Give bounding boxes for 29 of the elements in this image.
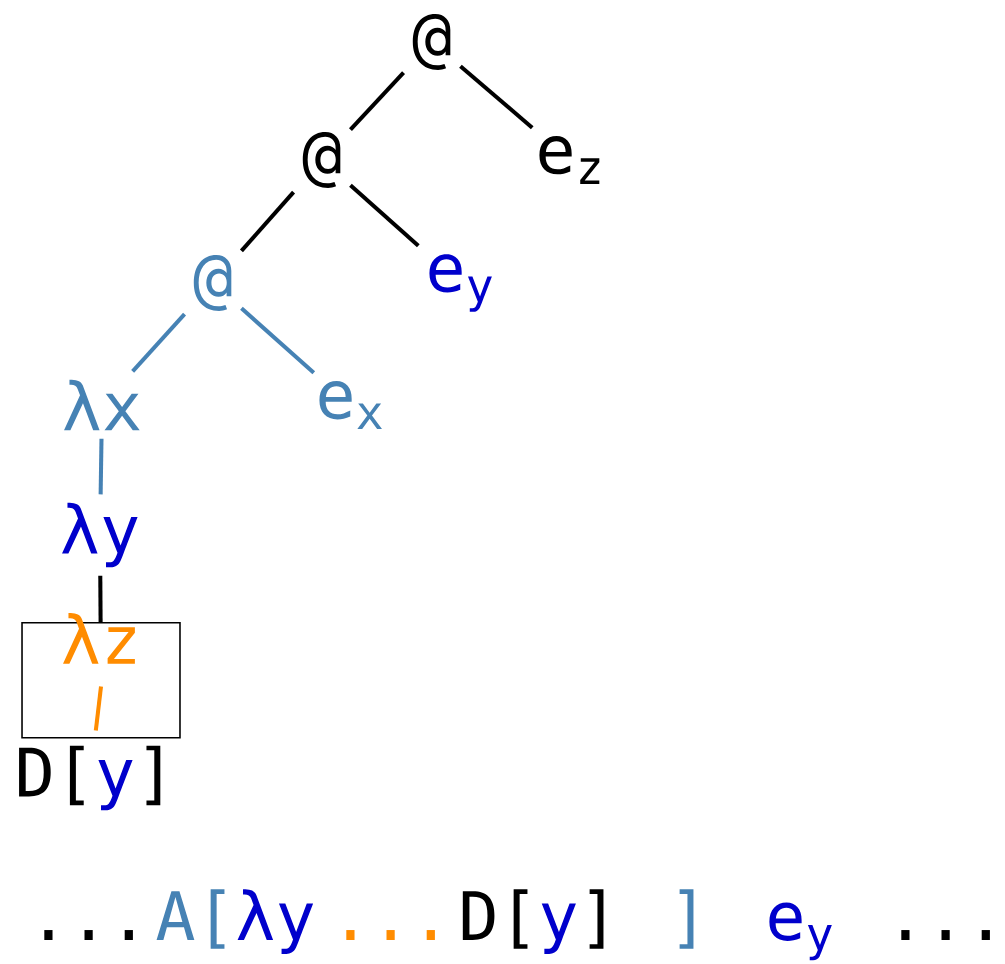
tree-label: D[ y ] [19, 745, 161, 811]
expression-text: e$_{y}$ [769, 902, 832, 961]
tree-label: λx [64, 379, 140, 431]
tree-edge [93, 686, 103, 731]
expression-text: A[ [156, 889, 225, 949]
expression-text: λy [237, 889, 314, 954]
tree-edge [98, 575, 103, 622]
highlight-box: λz [21, 613, 181, 739]
tree-edge [349, 71, 406, 131]
expression-text: y [541, 903, 576, 954]
tree-label: λy [62, 502, 138, 568]
tree-label: e$_{x}$ [319, 381, 382, 429]
tree-edge [459, 64, 534, 130]
expression-text: ... [346, 930, 435, 940]
expression-text: ] [589, 889, 604, 949]
tree-label: @ [412, 14, 451, 70]
tree-edge [98, 438, 104, 495]
expression-text: ... [901, 930, 990, 940]
tree-edge [131, 312, 187, 373]
tree-edge [349, 183, 420, 248]
tree-edge [240, 306, 316, 375]
tree-edge [239, 190, 296, 253]
tree-label: e$_{z}$ [539, 136, 600, 184]
expression-text: D[ [462, 889, 528, 949]
tree-label: @ [302, 132, 341, 188]
expression-text: ... [44, 930, 133, 940]
expression-text: ] [679, 889, 694, 949]
tree-label: @ [193, 255, 232, 311]
tree-label: e$_{y}$ [429, 254, 492, 312]
